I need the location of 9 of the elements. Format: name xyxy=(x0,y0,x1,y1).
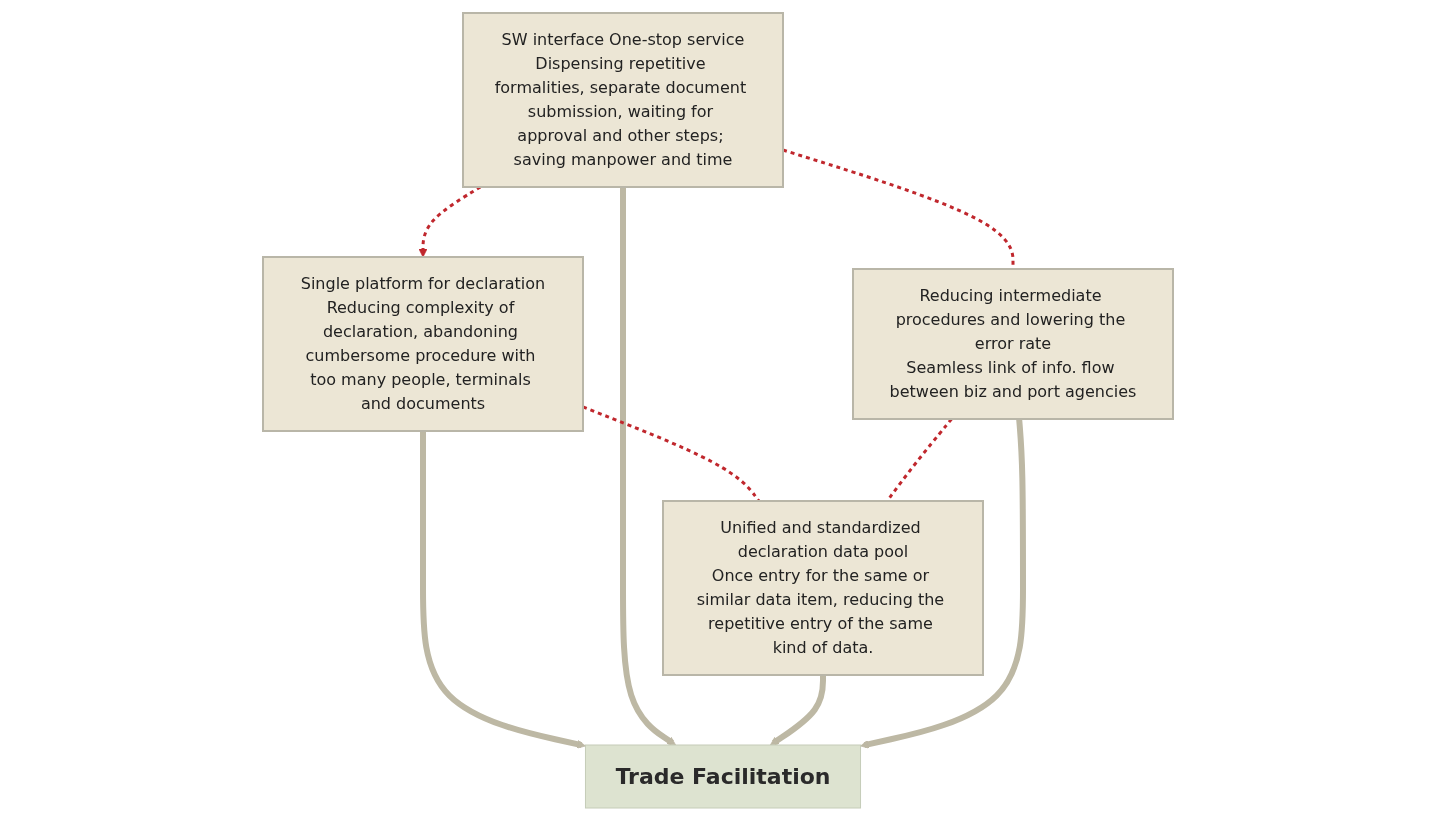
arrow xyxy=(859,418,1026,749)
node-box: Unified and standardized declaration data pool Once entry for the same or similar data item, reducing the repetitive entry of the same kind of data. xyxy=(661,500,984,676)
arrow xyxy=(769,675,826,746)
arrow xyxy=(419,431,586,749)
node-box: Single platform for declaration Reducing complexity of declaration, abandoning cumbersome procedure with too many people, terminals and documents xyxy=(261,256,584,432)
arrow xyxy=(619,187,676,746)
node-box: Trade Facilitation xyxy=(584,744,861,809)
node-box: Reducing intermediate procedures and lowering the error rate Seamless link of info. flow between biz and port agencies xyxy=(851,268,1174,420)
node-box: SW interface One-stop service Dispensing repetitive formalities, separate document submission, waiting for approval and other steps; saving manpower and time xyxy=(461,12,784,188)
